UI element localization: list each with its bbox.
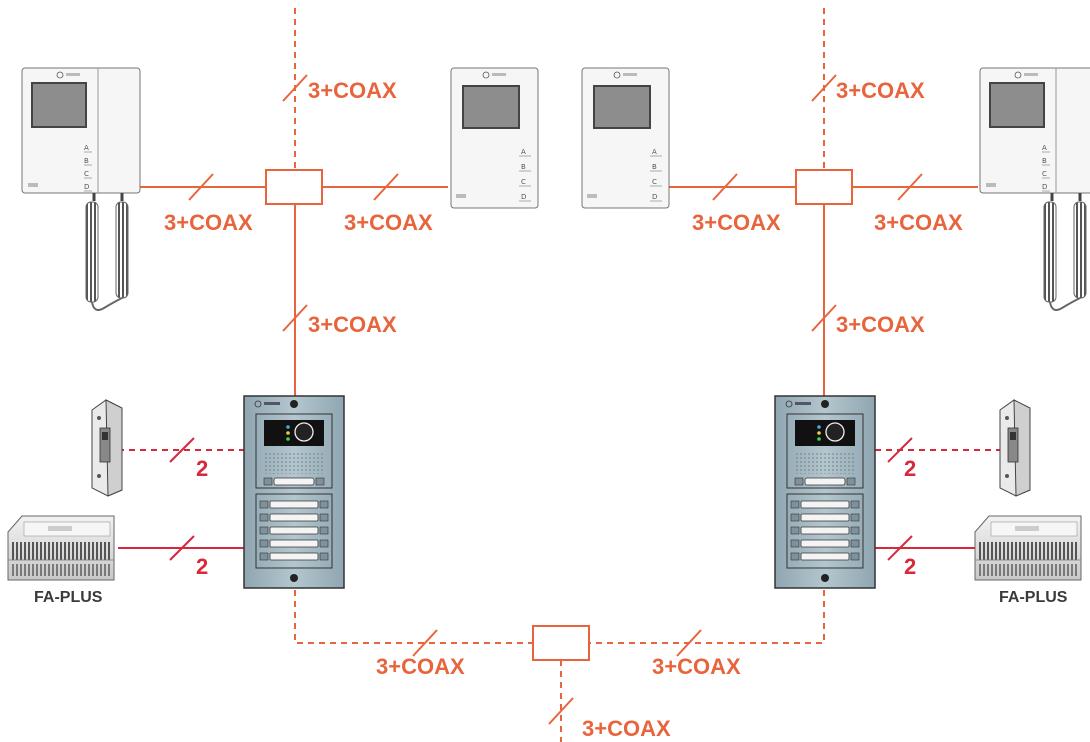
lock-release-icon: [91, 399, 123, 497]
coax-label-monitor-left-a: 3+COAX: [164, 210, 253, 235]
bottom-bus: [294, 590, 825, 742]
coax-label-bus-left: 3+COAX: [376, 654, 465, 679]
power-supply-icon: [974, 515, 1082, 581]
coax-label-bus-down: 3+COAX: [582, 716, 671, 741]
two-wire-label-psu-right: 2: [904, 554, 917, 579]
two-wire-slashes: [169, 437, 913, 561]
coax-label-panel-right: 3+COAX: [836, 312, 925, 337]
distributor-box-icon: [795, 169, 853, 205]
coax-label-riser-right: 3+COAX: [836, 78, 925, 103]
two-wire-label-lock-left: 2: [196, 456, 209, 481]
power-supply-icon: [7, 515, 115, 581]
coax-slashes: [188, 74, 923, 725]
distributor-box-icon: [532, 625, 590, 661]
right-wiring: [655, 8, 1000, 549]
coax-label-monitor-right-a: 3+COAX: [692, 210, 781, 235]
monitor-handsfree-icon: [450, 67, 539, 209]
lock-release-icon: [999, 399, 1031, 497]
two-wire-label-psu-left: 2: [196, 554, 209, 579]
psu-label-right: FA-PLUS: [999, 589, 1068, 606]
psu-label-left: FA-PLUS: [34, 589, 103, 606]
coax-label-riser-left: 3+COAX: [308, 78, 397, 103]
coax-label-monitor-left-b: 3+COAX: [344, 210, 433, 235]
monitor-handset-icon: [978, 66, 1090, 312]
coax-label-bus-right: 3+COAX: [652, 654, 741, 679]
door-panel-icon: [243, 395, 345, 589]
monitor-handset-icon: [20, 66, 142, 312]
distributor-box-icon: [265, 169, 323, 205]
coax-label-monitor-right-b: 3+COAX: [874, 210, 963, 235]
coax-label-panel-left: 3+COAX: [308, 312, 397, 337]
monitor-handsfree-icon: [581, 67, 670, 209]
door-panel-icon: [774, 395, 876, 589]
two-wire-label-lock-right: 2: [904, 456, 917, 481]
